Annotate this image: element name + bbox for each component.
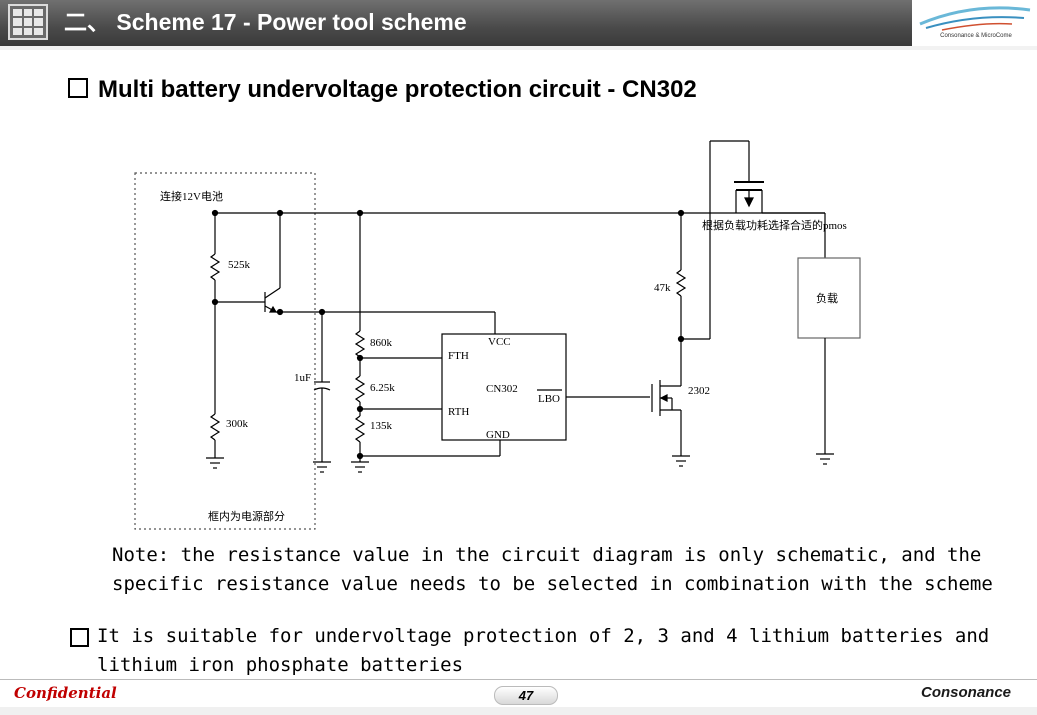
label-525k: 525k (228, 259, 251, 271)
frame-label: 框内为电源部分 (208, 509, 285, 523)
label-6-25k: 6.25k (370, 382, 395, 394)
ground-left-icon (206, 457, 224, 469)
checkbox-bullet-icon (68, 78, 88, 98)
capacitor-1uf (313, 312, 331, 462)
bottom-bar (0, 707, 1037, 715)
transistor (264, 213, 281, 313)
ground-load-icon (816, 453, 834, 465)
header-title: 二、 Scheme 17 - Power tool scheme (64, 9, 467, 35)
label-47k: 47k (654, 282, 671, 294)
label-2302: 2302 (688, 385, 710, 397)
logo-swoosh-icon (919, 6, 1031, 31)
pin-lbo: LBO (538, 393, 560, 405)
resistor-135k (354, 415, 366, 443)
ground-nmos-icon (672, 455, 690, 467)
pin-rth: RTH (448, 406, 469, 418)
resistor-525k (209, 213, 221, 302)
label-300k: 300k (226, 418, 249, 430)
heading-text: Multi battery undervoltage protection ci… (98, 76, 697, 103)
load-label: 负载 (816, 291, 838, 305)
slide-heading: Multi battery undervoltage protection ci… (68, 76, 697, 104)
pin-vcc: VCC (488, 336, 511, 348)
cn302-chip (441, 333, 567, 441)
resistor-860k (354, 330, 366, 358)
resistor-300k (209, 302, 221, 458)
grid-menu-icon[interactable] (8, 4, 48, 40)
load-box (797, 257, 861, 339)
confidential-label: Confidential (14, 684, 117, 702)
pmos-label: 根据负载功耗选择合适的pmos (702, 218, 847, 232)
page-number: 47 (494, 686, 558, 705)
ground-cap-icon (313, 461, 331, 473)
pmos-switch (734, 181, 764, 213)
bullet-item: It is suitable for undervoltage protecti… (68, 622, 1008, 679)
note-text: Note: the resistance value in the circui… (112, 544, 993, 595)
logo-text: Consonance & MicroCome (940, 33, 1012, 39)
company-logo: Consonance & MicroCome (912, 0, 1037, 46)
power-section-frame (134, 172, 316, 530)
nmos-2302 (651, 380, 681, 416)
slide-header: 二、 Scheme 17 - Power tool scheme Consona… (0, 0, 1037, 46)
ground-divider-icon (351, 461, 369, 473)
circuit-schematic: 连接12V电池 框内为电源部分 525k 300k 1uF (134, 140, 861, 530)
footer-brand: Consonance (921, 684, 1012, 701)
pin-gnd: GND (486, 429, 510, 441)
bullet-text: It is suitable for undervoltage protecti… (97, 625, 990, 676)
header-underline (0, 46, 1037, 50)
pin-fth: FTH (448, 350, 469, 362)
resistor-47k (675, 269, 687, 297)
footer-divider (0, 679, 1037, 680)
resistor-6-25k (354, 375, 366, 403)
chip-name: CN302 (486, 383, 518, 395)
battery-label: 连接12V电池 (160, 190, 223, 203)
label-135k: 135k (370, 420, 393, 432)
label-1uf: 1uF (294, 372, 311, 384)
checkbox-bullet-icon (70, 628, 89, 647)
label-860k: 860k (370, 337, 393, 349)
